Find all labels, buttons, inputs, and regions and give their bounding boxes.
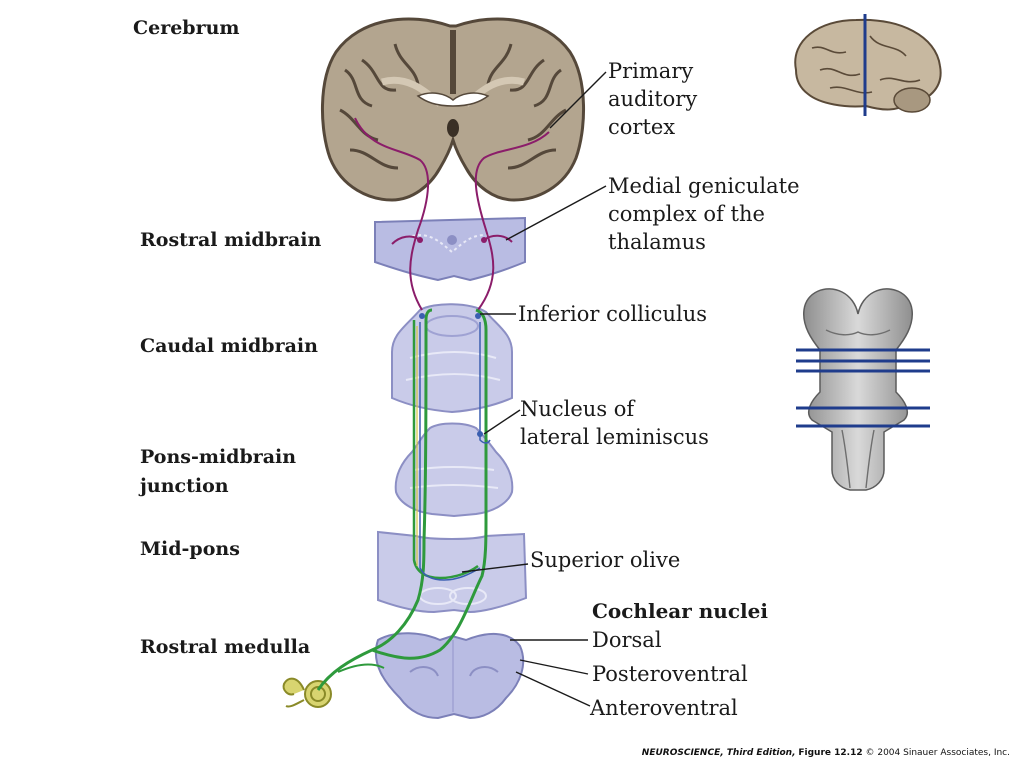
cerebrum-section [320,17,586,202]
label-rostral-medulla: Rostral medulla [140,636,311,658]
label-anteroventral: Anteroventral [590,696,738,720]
label-posteroventral: Posteroventral [592,662,748,686]
credit-copyright: © 2004 Sinauer Associates, Inc. [865,748,1010,758]
figure-credit: NEUROSCIENCE, Third Edition, Figure 12.1… [642,748,1010,758]
label-caudal-midbrain: Caudal midbrain [140,335,318,357]
caudal-midbrain-section [391,303,513,414]
credit-figure: Figure 12.12 [798,748,863,758]
label-nll-2: lateral leminiscus [520,425,709,449]
label-primary-auditory-1: Primary [608,59,694,83]
credit-book: NEUROSCIENCE, Third Edition, [641,748,796,758]
label-superior-olive: Superior olive [530,548,681,572]
label-pons-midbrain-line2: junction [140,475,229,497]
leader-lines [461,71,607,707]
label-mgc-3: thalamus [608,230,706,254]
label-mgc-2: complex of the [608,202,765,226]
label-inferior-colliculus: Inferior colliculus [518,302,707,326]
label-cochlear-nuclei: Cochlear nuclei [592,599,768,623]
rostral-medulla-section [374,632,525,720]
label-pons-midbrain-line1: Pons-midbrain [140,446,297,468]
label-mgc-1: Medial geniculate [608,174,800,198]
label-mid-pons: Mid-pons [140,538,240,560]
lateral-brain-thumbnail [794,14,942,116]
label-rostral-midbrain: Rostral midbrain [140,229,322,251]
mid-pons-section [377,530,528,614]
label-nll-1: Nucleus of [520,397,635,421]
rostral-midbrain-section [374,216,526,282]
label-primary-auditory-2: auditory [608,87,698,111]
label-primary-auditory-3: cortex [608,115,676,139]
brainstem-thumbnail [796,288,930,491]
auditory-pathways [316,117,550,691]
cochlea-illustration [282,677,332,708]
label-cerebrum: Cerebrum [133,17,240,39]
label-dorsal: Dorsal [592,628,662,652]
